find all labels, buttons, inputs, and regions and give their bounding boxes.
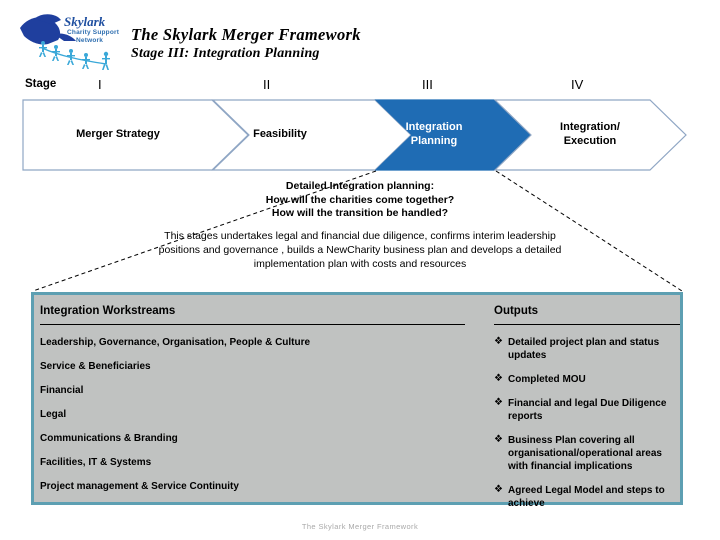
outputs-divider	[494, 324, 680, 325]
output-item: ❖ Business Plan covering all organisatio…	[494, 434, 680, 473]
diamond-bullet-icon: ❖	[494, 397, 503, 408]
callout-heading-line1: Detailed Integration planning:	[285, 180, 435, 192]
chevron-shapes	[22, 99, 687, 171]
logo-brand-text: Skylark	[64, 14, 106, 29]
connector-line-right	[495, 170, 683, 292]
chevron-label-3-line1: Integration	[405, 121, 463, 133]
stage-numeral-1: I	[98, 77, 102, 92]
workstreams-divider	[40, 324, 465, 325]
diamond-bullet-icon: ❖	[494, 484, 503, 495]
output-item: ❖ Agreed Legal Model and steps to achiev…	[494, 484, 680, 510]
detail-panel: Integration Workstreams Leadership, Gove…	[31, 292, 683, 509]
stage-numeral-4: IV	[571, 77, 584, 92]
workstreams-heading: Integration Workstreams	[40, 305, 176, 317]
chevron-stage-2[interactable]	[211, 99, 412, 171]
output-item-text: Business Plan covering all organisationa…	[508, 435, 662, 472]
diamond-bullet-icon: ❖	[494, 336, 503, 347]
chevron-label-4-line2: Execution	[563, 134, 617, 147]
slide-footer: The Skylark Merger Framework	[301, 522, 419, 531]
callout-body-text: This stages undertakes legal and financi…	[158, 230, 562, 270]
workstream-item: Facilities, IT & Systems	[40, 457, 152, 468]
stage-numeral-2: II	[263, 77, 271, 92]
bird-icon	[20, 17, 61, 45]
chevron-label-3-line2: Planning	[410, 134, 458, 147]
callout-heading-line3: How will the transition be handled?	[271, 207, 449, 219]
workstream-item: Leadership, Governance, Organisation, Pe…	[40, 337, 311, 348]
output-item: ❖ Detailed project plan and status updat…	[494, 336, 680, 362]
output-item-text: Detailed project plan and status updates	[508, 337, 660, 361]
callout-connector-lines	[0, 168, 720, 293]
workstream-item: Communications & Branding	[40, 433, 178, 444]
outputs-column: Outputs ❖ Detailed project plan and stat…	[494, 295, 680, 510]
logo-tagline-line1: Charity Support	[67, 29, 120, 36]
workstream-item: Financial	[40, 385, 84, 396]
chevron-label-4: Integration/ Execution	[528, 121, 652, 148]
connector-line-left	[32, 170, 377, 292]
page-title-block: The Skylark Merger Framework Stage III: …	[131, 26, 361, 62]
chevron-label-2: Feasibility	[253, 128, 307, 140]
diamond-bullet-icon: ❖	[494, 373, 503, 384]
stage-numeral-3: III	[422, 77, 433, 92]
workstream-item: Project management & Service Continuity	[40, 481, 239, 492]
workstream-item: Service & Beneficiaries	[40, 361, 151, 372]
chevron-label-4-line1: Integration/	[560, 121, 620, 133]
workstreams-column: Integration Workstreams Leadership, Gove…	[40, 295, 480, 493]
chevron-stage-3-active[interactable]	[374, 99, 531, 171]
output-item: ❖ Financial and legal Due Diligence repo…	[494, 397, 680, 423]
callout-heading: Detailed Integration planning: How will …	[220, 180, 500, 221]
output-item-text: Financial and legal Due Diligence report…	[508, 398, 667, 422]
output-item-text: Completed MOU	[508, 374, 586, 385]
chevron-stage-1[interactable]	[22, 99, 249, 171]
stage-axis-label: Stage	[25, 78, 57, 90]
chevron-label-1: Merger Strategy	[76, 128, 160, 140]
skylark-logo: Skylark Charity Support Network	[14, 10, 126, 72]
page-title: The Skylark Merger Framework	[131, 25, 361, 44]
people-figures-icon	[39, 41, 110, 70]
chevron-stage-4[interactable]	[493, 99, 687, 171]
page-subtitle: Stage III: Integration Planning	[131, 46, 320, 61]
output-item: ❖ Completed MOU	[494, 373, 680, 386]
outputs-heading: Outputs	[494, 305, 539, 317]
output-item-text: Agreed Legal Model and steps to achieve	[508, 485, 665, 509]
logo-artwork	[20, 14, 110, 70]
stage-chevron-band	[22, 99, 687, 171]
diamond-bullet-icon: ❖	[494, 434, 503, 445]
workstream-item: Legal	[40, 409, 67, 420]
callout-heading-line2: How will the charities come together?	[265, 193, 455, 206]
logo-tagline-line2: Network	[76, 37, 104, 44]
chevron-label-3: Integration Planning	[375, 121, 493, 148]
